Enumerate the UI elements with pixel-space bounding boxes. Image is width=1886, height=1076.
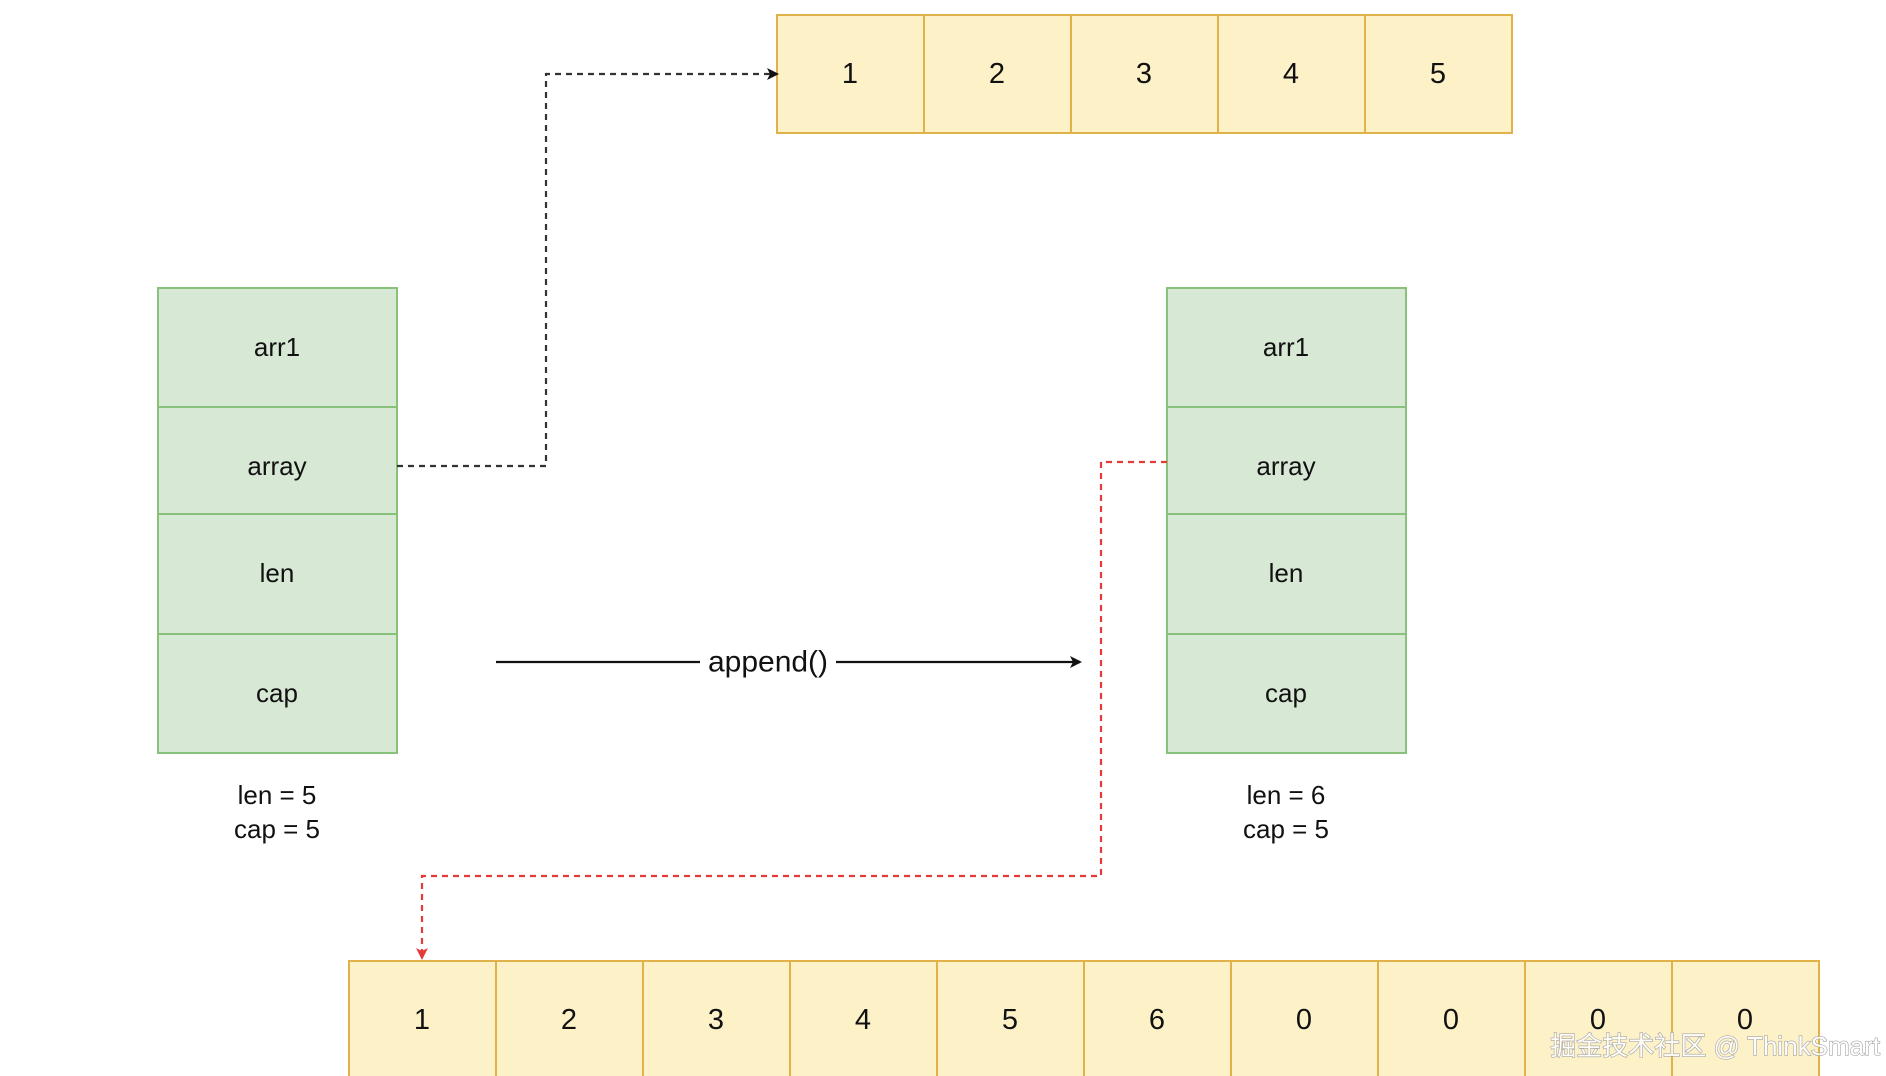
array-cell-value: 1 xyxy=(842,58,858,90)
slice-field-label: cap xyxy=(1265,678,1307,708)
array-cell-value: 5 xyxy=(1002,1004,1018,1036)
array-cell: 0 xyxy=(1671,960,1820,1076)
cap-summary: cap = 5 xyxy=(234,814,320,844)
slice-field: cap xyxy=(1166,633,1407,754)
array-cell-value: 2 xyxy=(989,58,1005,90)
append-label: append() xyxy=(708,646,828,679)
array-cell: 4 xyxy=(1217,14,1366,134)
slice-field-label: arr1 xyxy=(254,332,300,362)
cap-summary: cap = 5 xyxy=(1243,814,1329,844)
slice-field-label: array xyxy=(247,451,306,481)
array-cell-value: 5 xyxy=(1430,58,1446,90)
array-cell: 5 xyxy=(1364,14,1513,134)
array-cell-value: 0 xyxy=(1443,1004,1459,1036)
pointer-old-array xyxy=(397,68,779,468)
array-cell-value: 4 xyxy=(855,1004,871,1036)
array-cell: 2 xyxy=(495,960,644,1076)
array-cell: 2 xyxy=(923,14,1072,134)
len-summary: len = 6 xyxy=(1247,780,1326,810)
slice-header-before: arr1 array len cap len = 5 cap = 5 xyxy=(157,287,398,844)
slice-field: arr1 xyxy=(157,287,398,408)
slice-field: len xyxy=(1166,513,1407,635)
array-cell: 3 xyxy=(1070,14,1219,134)
array-cell-value: 0 xyxy=(1296,1004,1312,1036)
array-cell: 6 xyxy=(1083,960,1232,1076)
array-cell-value: 3 xyxy=(1136,58,1152,90)
slice-field: array xyxy=(157,406,398,515)
append-label-bg xyxy=(700,640,836,684)
slice-field-label: cap xyxy=(256,678,298,708)
len-summary: len = 5 xyxy=(238,780,317,810)
slice-field-label: arr1 xyxy=(1263,332,1309,362)
array-cell-value: 2 xyxy=(561,1004,577,1036)
array-cell: 1 xyxy=(348,960,497,1076)
slice-field-label: len xyxy=(1269,558,1304,588)
array-cell-value: 6 xyxy=(1149,1004,1165,1036)
slice-field-label: array xyxy=(1256,451,1315,481)
original-array: 1 2 3 4 5 xyxy=(776,14,1513,134)
slice-header-after: arr1 array len cap len = 6 cap = 5 xyxy=(1166,287,1407,844)
pointer-new-array xyxy=(416,460,1167,960)
array-cell-value: 0 xyxy=(1590,1004,1606,1036)
array-cell: 0 xyxy=(1377,960,1526,1076)
slice-field-label: len xyxy=(260,558,295,588)
new-array: 1 2 3 4 5 6 0 0 xyxy=(348,960,1820,1076)
array-cell: 3 xyxy=(642,960,791,1076)
array-cell-value: 0 xyxy=(1737,1004,1753,1036)
watermark: 掘金技术社区 @ ThinkSmart xyxy=(1550,1031,1881,1061)
slice-field: cap xyxy=(157,633,398,754)
array-cell: 0 xyxy=(1524,960,1673,1076)
array-cell-value: 4 xyxy=(1283,58,1299,90)
array-cell: 0 xyxy=(1230,960,1379,1076)
array-cell: 5 xyxy=(936,960,1085,1076)
slice-field: arr1 xyxy=(1166,287,1407,408)
array-cell: 1 xyxy=(776,14,925,134)
slice-field: array xyxy=(1166,406,1407,515)
array-cell-value: 1 xyxy=(414,1004,430,1036)
append-operation: append() xyxy=(496,640,1082,684)
array-cell: 4 xyxy=(789,960,938,1076)
slice-field: len xyxy=(157,513,398,635)
array-cell-value: 3 xyxy=(708,1004,724,1036)
